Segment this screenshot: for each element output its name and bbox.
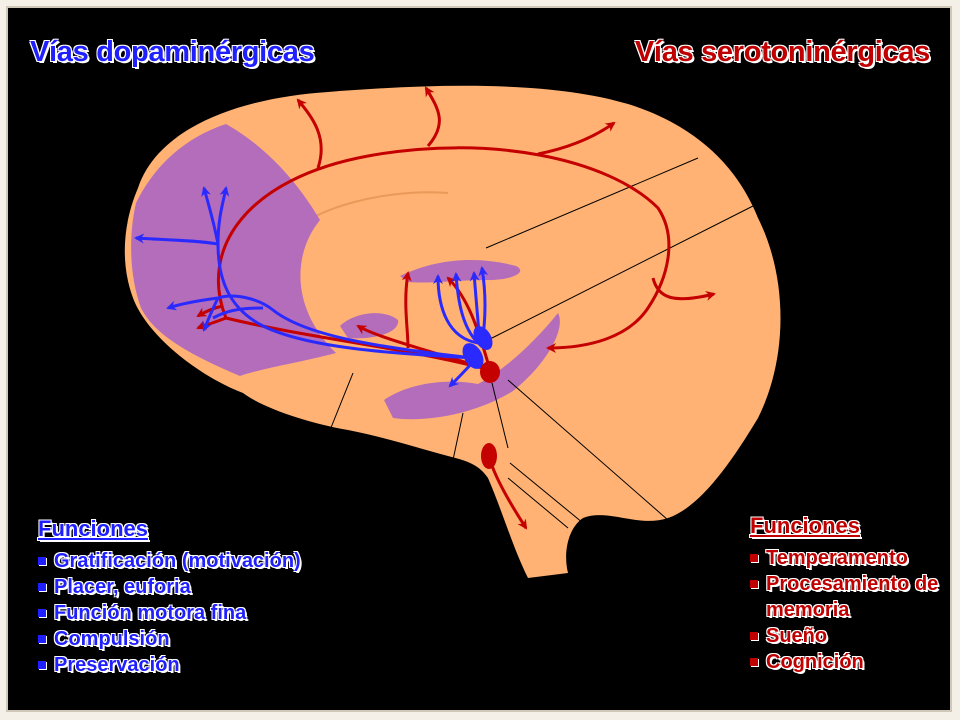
brain-pathways-diagram xyxy=(124,85,781,578)
serotonin-function-item: Cognición xyxy=(750,649,960,675)
dopamine-nucleus-upper xyxy=(473,326,493,350)
dopamine-nucleus-lower xyxy=(462,343,484,369)
dopamine-function-item: Función motora fina xyxy=(38,600,301,626)
serotonin-function-item: Sueño xyxy=(750,623,960,649)
label-lines xyxy=(325,157,754,529)
dopamine-function-item: Preservación xyxy=(38,652,301,678)
dopamine-function-item: Gratificación (motivación) xyxy=(38,548,301,574)
serotonin-title: Vías serotoninérgicas xyxy=(634,36,930,68)
dopamine-functions-heading: Funciones xyxy=(38,516,149,541)
striatum-region xyxy=(400,260,521,283)
raphe-nucleus-lower xyxy=(481,443,497,469)
serotonin-function-item: Procesamiento de memoria xyxy=(750,571,960,623)
hippocampus-region xyxy=(384,313,560,420)
raphe-nucleus-upper xyxy=(480,361,500,383)
prefrontal-region xyxy=(131,124,336,376)
dopamine-function-item: Placer, euforia xyxy=(38,574,301,600)
serotonin-function-item: Temperamento xyxy=(750,545,960,571)
dopamine-function-item: Compulsión xyxy=(38,626,301,652)
dopamine-title: Vías dopaminérgicas xyxy=(30,36,315,68)
serotonin-functions-heading: Funciones xyxy=(750,513,861,538)
slide: Vías dopaminérgicas Vías serotoninérgica… xyxy=(6,6,952,712)
accumbens-region xyxy=(340,313,399,339)
serotonin-pathways xyxy=(196,86,716,530)
dopamine-functions: Funciones Gratificación (motivación) Pla… xyxy=(38,516,301,678)
serotonin-functions: Funciones Temperamento Procesamiento de … xyxy=(750,513,960,675)
